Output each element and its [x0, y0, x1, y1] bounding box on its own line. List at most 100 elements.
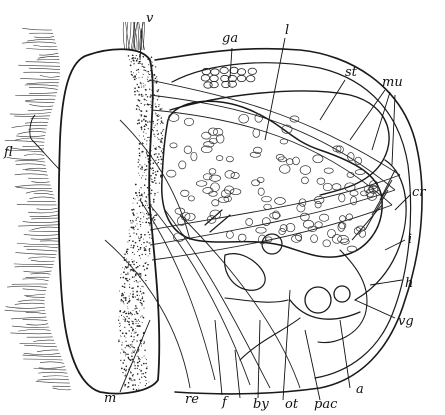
- stipple-dot: [131, 359, 133, 361]
- stipple-dot: [145, 116, 147, 118]
- stipple-dot: [154, 82, 155, 83]
- stipple-dot: [137, 217, 138, 218]
- stipple-dot: [136, 55, 137, 56]
- cilium: [7, 286, 47, 287]
- stipple-dot: [149, 184, 151, 186]
- stipple-dot: [134, 75, 136, 77]
- stipple-dot: [125, 299, 127, 301]
- stipple-dot: [139, 77, 140, 78]
- cilium: [25, 122, 48, 123]
- stipple-dot: [147, 103, 149, 105]
- stipple-dot: [133, 72, 134, 73]
- stipple-dot: [135, 296, 136, 297]
- stipple-dot: [140, 212, 141, 213]
- germ-cell: [220, 67, 228, 73]
- stipple-dot: [136, 389, 138, 391]
- stipple-dot: [138, 94, 140, 96]
- stipple-dot: [141, 94, 143, 96]
- cilium: [28, 212, 58, 213]
- stipple-dot: [158, 162, 159, 163]
- label-v: v: [146, 11, 154, 26]
- gland-cell: [317, 178, 325, 184]
- stipple-dot: [136, 267, 138, 269]
- stipple-dot: [138, 356, 139, 357]
- stipple-dot: [130, 347, 131, 348]
- stipple-dot: [146, 368, 148, 370]
- stipple-dot: [121, 315, 122, 316]
- stipple-dot: [145, 358, 146, 359]
- stipple-dot: [136, 321, 137, 322]
- stipple-dot: [149, 181, 150, 182]
- stipple-dot: [143, 216, 144, 217]
- stipple-dot: [129, 287, 130, 288]
- stipple-dot: [144, 192, 145, 193]
- stipple-dot: [137, 90, 139, 92]
- stipple-dot: [146, 262, 147, 263]
- cilium: [6, 307, 45, 309]
- stipple-dot: [158, 153, 160, 155]
- stipple-dot: [149, 249, 150, 250]
- stipple-dot: [126, 313, 127, 314]
- stipple-dot: [149, 121, 150, 122]
- stipple-dot: [139, 238, 140, 239]
- stipple-dot: [141, 87, 142, 88]
- stipple-dot: [136, 223, 137, 224]
- stipple-dot: [137, 246, 138, 247]
- stipple-dot: [138, 389, 139, 390]
- stipple-dot: [136, 280, 137, 281]
- stipple-dot: [126, 249, 128, 251]
- stipple-dot: [131, 344, 132, 345]
- stipple-dot: [119, 326, 120, 327]
- stipple-dot: [120, 335, 121, 336]
- stipple-dot: [150, 70, 151, 71]
- stipple-dot: [161, 122, 162, 123]
- stipple-dot: [134, 333, 135, 334]
- stipple-dot: [122, 277, 124, 279]
- stipple-dot: [141, 152, 142, 153]
- stipple-dot: [157, 99, 158, 100]
- gland-cell: [323, 183, 332, 190]
- stipple-dot: [129, 359, 130, 360]
- stipple-dot: [134, 308, 135, 309]
- stipple-dot: [156, 80, 157, 81]
- stipple-dot: [150, 147, 151, 148]
- stipple-dot: [125, 318, 127, 320]
- label-by: by: [253, 397, 269, 412]
- stipple-dot: [120, 277, 121, 278]
- stipple-dot: [144, 139, 145, 140]
- cilium: [20, 78, 59, 79]
- stipple-dot: [149, 225, 150, 226]
- stipple-dot: [144, 376, 145, 377]
- stipple-dot: [127, 306, 128, 307]
- stipple-dot: [126, 280, 127, 281]
- stipple-dot: [148, 137, 149, 138]
- stipple-dot: [133, 226, 135, 228]
- gland-cell: [339, 216, 345, 222]
- stipple-dot: [142, 296, 143, 297]
- stipple-dot: [139, 153, 140, 154]
- stipple-dot: [140, 288, 141, 289]
- gland-cell: [257, 177, 264, 182]
- stipple-dot: [124, 268, 125, 269]
- cilium: [12, 326, 49, 327]
- stipple-dot: [140, 226, 141, 227]
- stipple-dot: [131, 74, 133, 76]
- stipple-dot: [123, 301, 124, 302]
- stipple-dot: [137, 58, 139, 60]
- stipple-dot: [143, 85, 144, 86]
- stipple-dot: [137, 202, 138, 203]
- gland-cell: [253, 129, 260, 138]
- stipple-dot: [128, 301, 130, 303]
- cilium: [34, 193, 54, 195]
- stipple-dot: [144, 341, 145, 342]
- stipple-dot: [133, 214, 134, 215]
- stipple-dot: [125, 274, 127, 276]
- stipple-dot: [121, 344, 122, 345]
- stipple-dot: [146, 151, 147, 152]
- stipple-dot: [141, 127, 143, 129]
- stipple-dot: [140, 187, 141, 188]
- stipple-dot: [162, 142, 163, 143]
- stipple-dot: [136, 78, 137, 79]
- stipple-dot: [136, 70, 137, 71]
- stipple-dot: [147, 137, 148, 138]
